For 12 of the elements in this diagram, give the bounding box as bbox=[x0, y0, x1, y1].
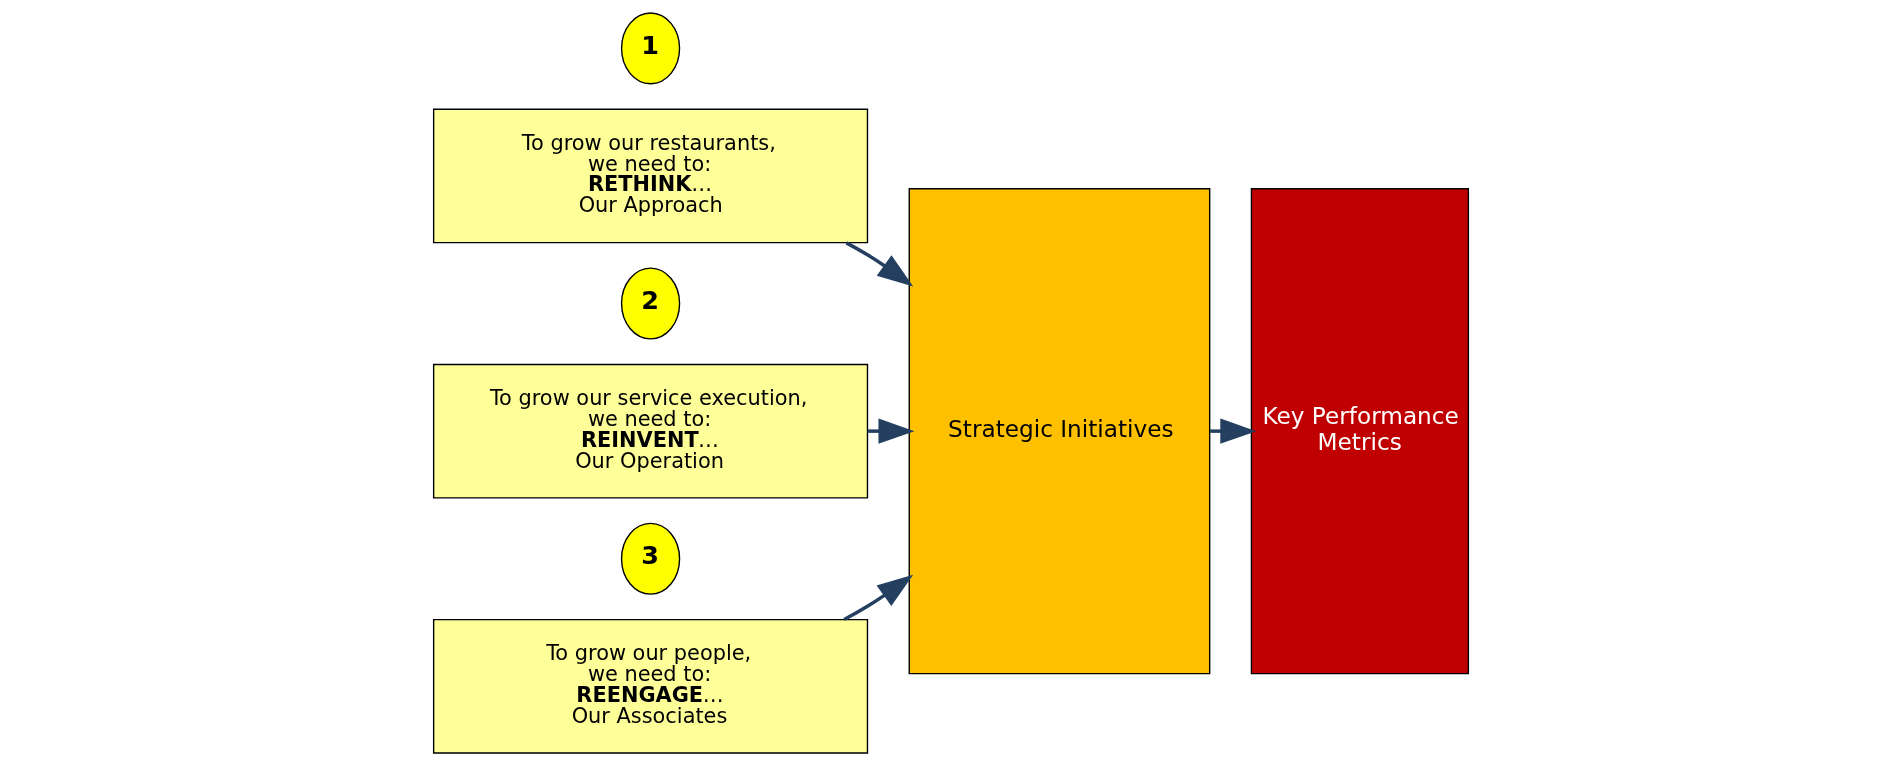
arrow bbox=[1209, 418, 1256, 444]
node-ellipse: 3 bbox=[620, 522, 680, 595]
node-box: Key Performance Metrics bbox=[1250, 188, 1469, 675]
node-box: Strategic Initiatives bbox=[908, 188, 1210, 675]
arrow bbox=[867, 418, 914, 444]
node-ellipse: 2 bbox=[620, 267, 680, 340]
node-box: To grow our service execution, we need to: REINVENT… Our Operation bbox=[432, 363, 868, 499]
node-box: To grow our people, we need to: REENGAGE… Our Associates bbox=[432, 618, 868, 754]
node-box: To grow our restaurants, we need to: RETHINK… Our Approach bbox=[432, 108, 868, 244]
arrow bbox=[845, 241, 913, 287]
arrow bbox=[842, 574, 913, 621]
node-ellipse: 1 bbox=[620, 12, 680, 85]
